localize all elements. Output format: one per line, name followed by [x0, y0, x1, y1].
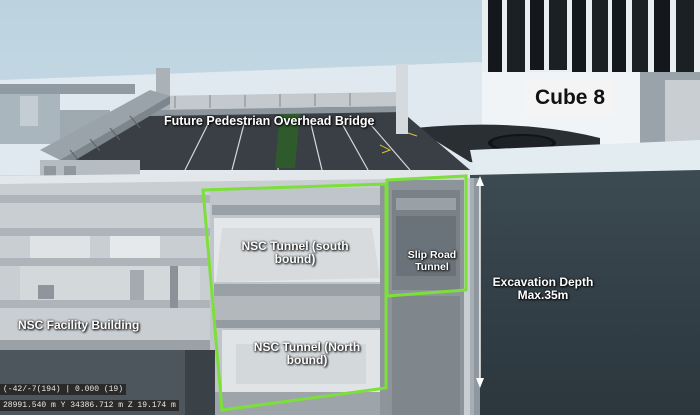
- tunnel-north-label: NSC Tunnel (North bound): [253, 340, 361, 368]
- site-ground: [470, 140, 700, 175]
- excavation-pit: [470, 170, 700, 415]
- facility-building-label: NSC Facility Building: [18, 318, 140, 332]
- cube-8-text: Cube 8: [534, 86, 605, 109]
- cube-8-label: Cube 8: [526, 80, 614, 116]
- underground-section: [0, 170, 470, 415]
- slip-road-label: Slip Road Tunnel: [407, 249, 457, 273]
- slip-road-highlight-box: [385, 174, 468, 298]
- excavation-depth-arrow: [476, 176, 484, 388]
- tunnel-south-label: NSC Tunnel (south bound): [241, 239, 349, 267]
- status-readout-line1: (-42/-7(194) | 0.000 (19): [0, 384, 127, 395]
- status-coordinates: 28991.540 m Y 34386.712 m Z 19.174 m: [0, 400, 179, 411]
- excavation-depth-label: Excavation Depth Max.35m: [492, 275, 594, 303]
- green-median: [275, 112, 300, 168]
- tunnel-highlight-box: [201, 182, 388, 412]
- road: [60, 110, 470, 170]
- bridge-label: Future Pedestrian Overhead Bridge: [164, 114, 375, 128]
